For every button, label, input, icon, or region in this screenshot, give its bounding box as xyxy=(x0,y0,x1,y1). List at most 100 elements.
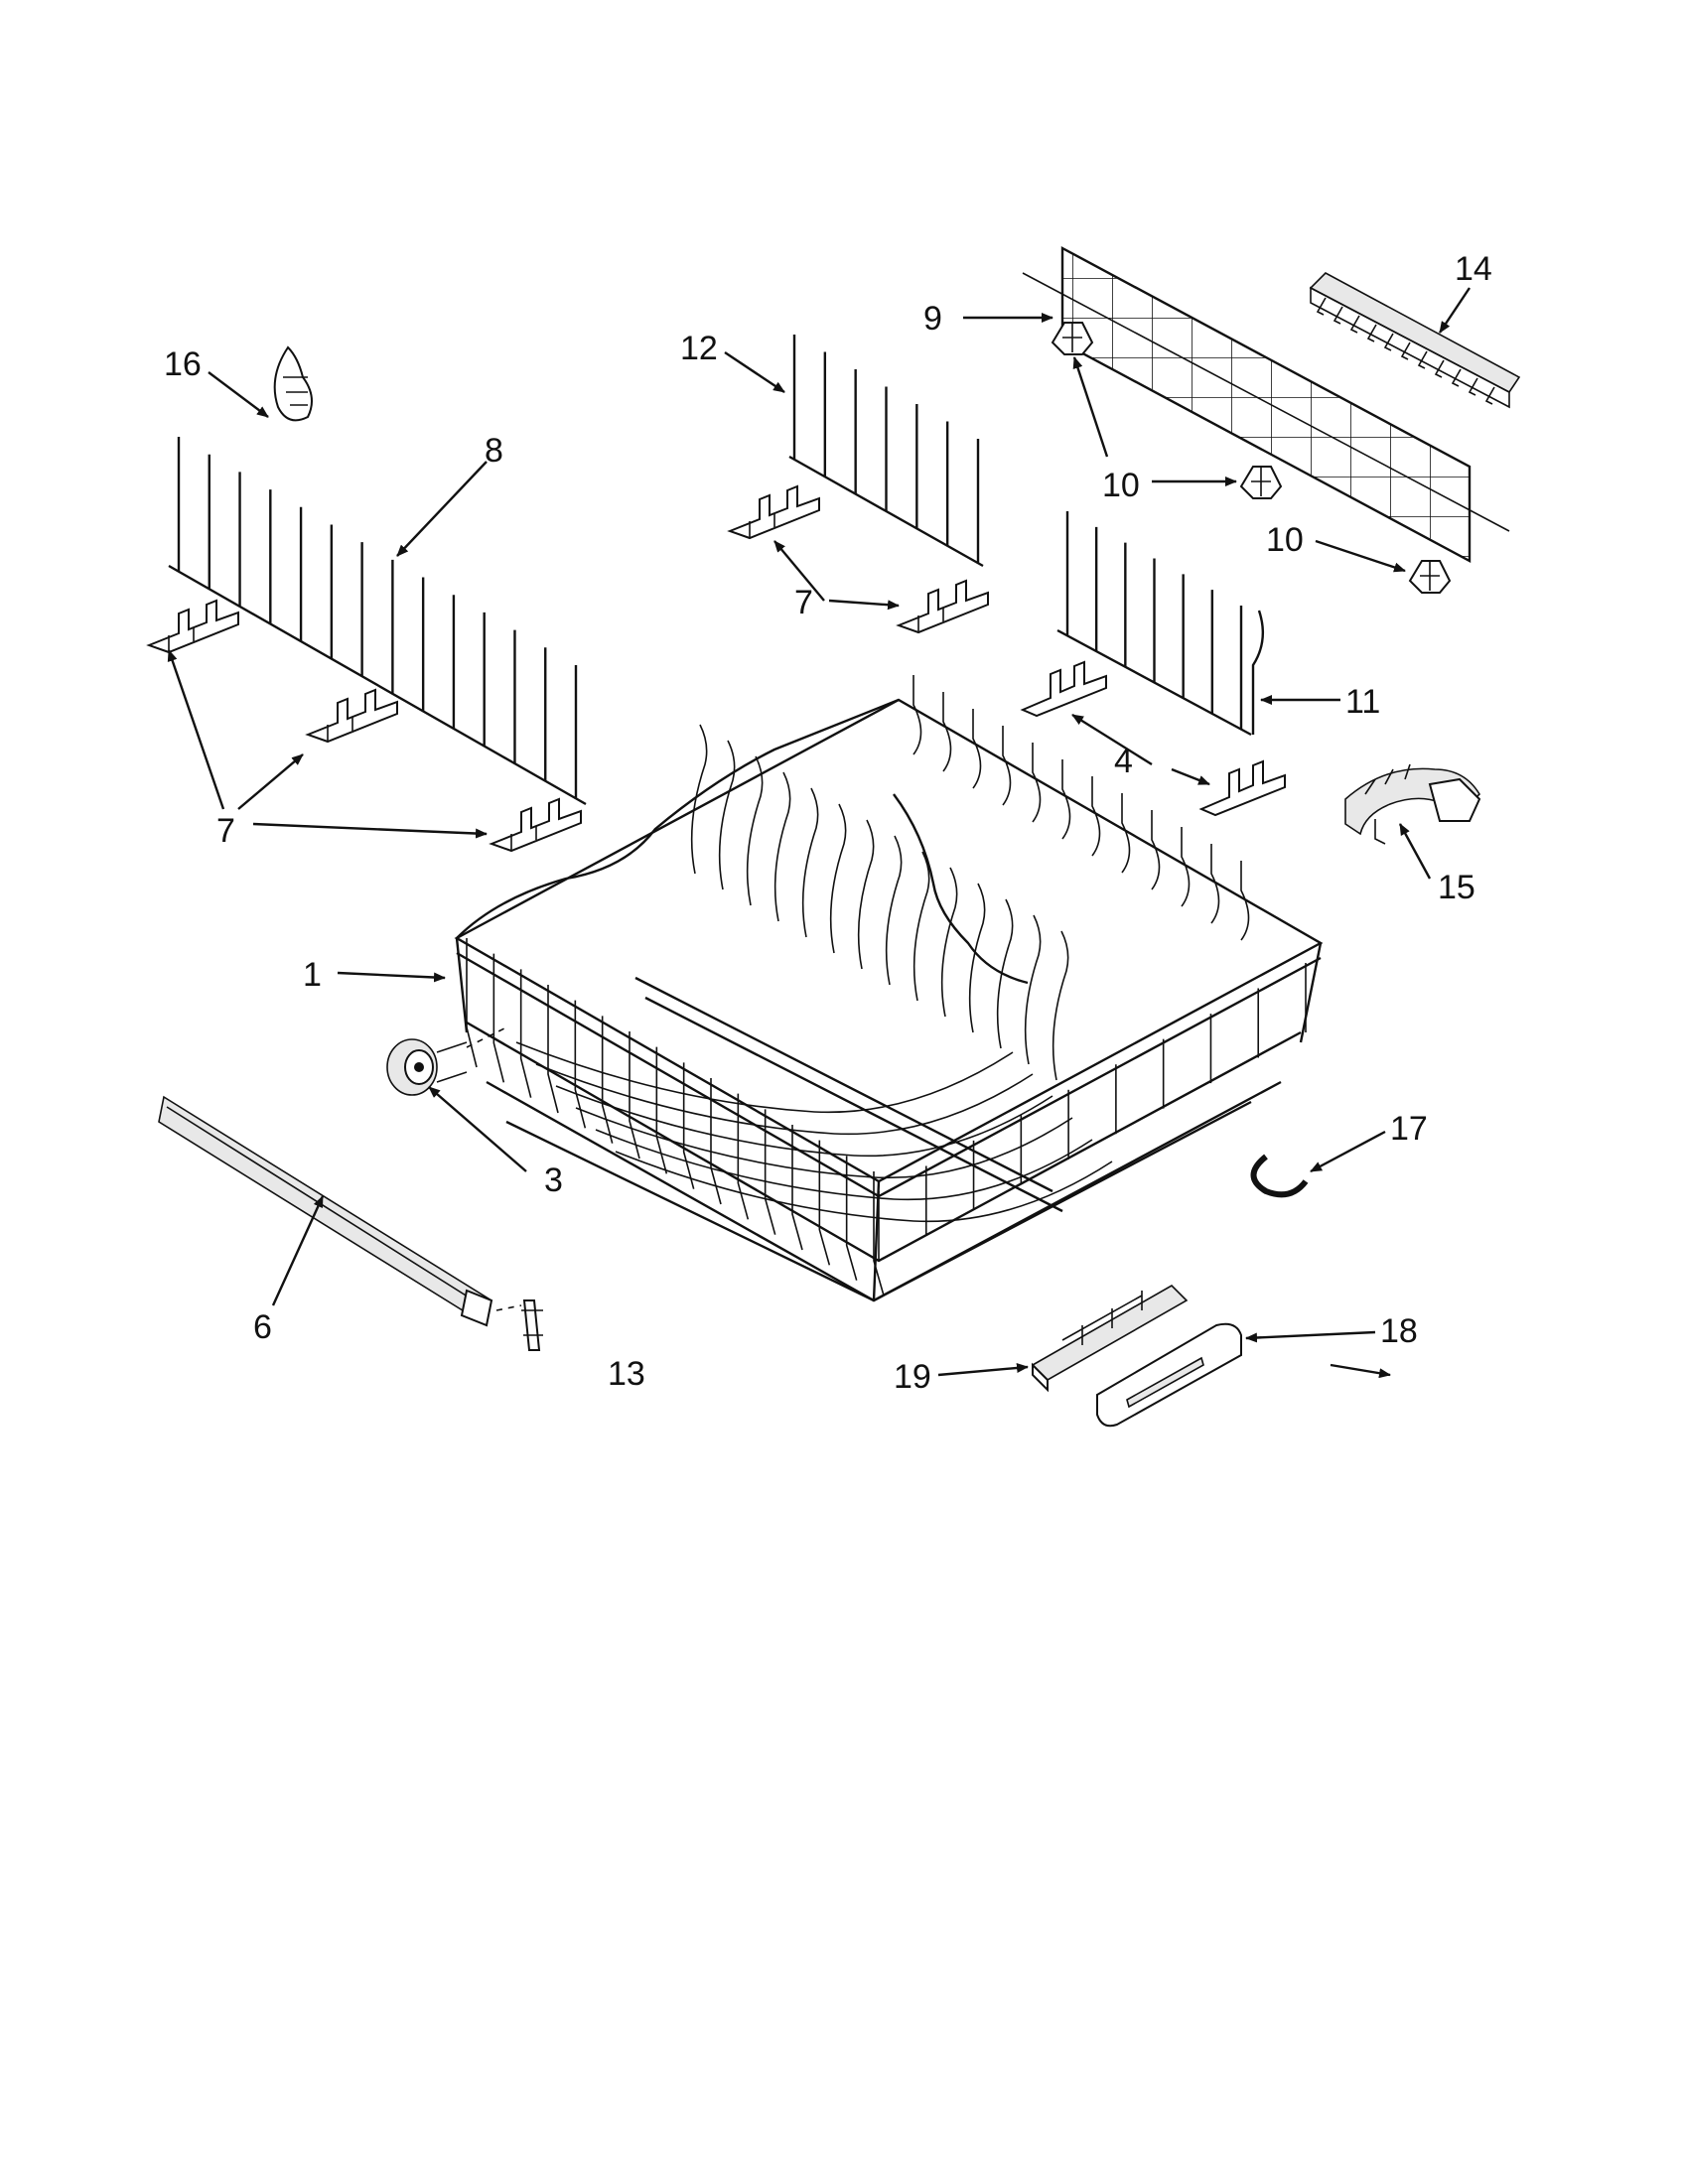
rack-tine xyxy=(912,851,930,1002)
rack-tine xyxy=(942,692,952,772)
rail-tooth xyxy=(1434,359,1445,378)
rack-wire xyxy=(466,938,478,1068)
callout-12: 12 xyxy=(680,330,718,367)
part-4-clip xyxy=(1198,759,1286,817)
part-11-tine-row xyxy=(1056,511,1265,737)
callout-8: 8 xyxy=(485,432,503,470)
rack-wire xyxy=(519,969,532,1098)
part-18-handle-cover xyxy=(1096,1322,1242,1428)
rack-tine xyxy=(996,898,1014,1049)
part-8-tine-row xyxy=(168,437,587,806)
part-15-bracket xyxy=(1344,763,1481,845)
callout-7-left: 7 xyxy=(216,812,235,850)
part-10-clip xyxy=(1051,322,1094,355)
rack-floor-wire xyxy=(535,1063,1034,1136)
rack-tine xyxy=(746,755,764,906)
callout-17: 17 xyxy=(1390,1110,1428,1148)
callout-10-upper: 10 xyxy=(1102,467,1140,504)
rail-tooth xyxy=(1451,368,1462,387)
part-16-clip xyxy=(273,345,313,422)
part-9-grid-shelf xyxy=(1022,245,1510,564)
rail-tooth xyxy=(1417,350,1428,369)
rack-wire xyxy=(845,1156,858,1281)
callout-15: 15 xyxy=(1438,869,1475,906)
part-7-clip xyxy=(146,599,239,654)
rack-tine xyxy=(773,771,791,922)
part-7-clip xyxy=(305,688,398,744)
rack-tine xyxy=(1024,914,1042,1065)
rack-tine xyxy=(1032,743,1042,823)
rail-tooth xyxy=(1349,315,1360,334)
rack-tine xyxy=(1091,776,1101,857)
rack-wire xyxy=(601,1016,614,1144)
callout-14: 14 xyxy=(1455,250,1492,288)
rail-tooth xyxy=(1400,341,1411,360)
part-6-trim xyxy=(158,1095,493,1327)
rail-tooth xyxy=(1333,306,1343,325)
part-17-hook xyxy=(1250,1154,1309,1198)
rack-floor-wire xyxy=(555,1085,1053,1158)
part-7-clip xyxy=(727,484,820,540)
callout-10-lower: 10 xyxy=(1266,521,1304,559)
part-14-rail xyxy=(1309,272,1521,409)
part-7-clip xyxy=(489,797,582,853)
part-1-dishrack xyxy=(454,675,1324,1302)
rack-tine xyxy=(1181,827,1191,907)
callout-19: 19 xyxy=(894,1358,931,1396)
callout-7-middle: 7 xyxy=(794,584,813,621)
rack-wire xyxy=(710,1078,722,1205)
rack-wire xyxy=(547,985,559,1114)
rack-tine xyxy=(1002,726,1012,806)
rack-tine xyxy=(1210,844,1220,924)
part-12-tine-row xyxy=(788,335,984,568)
rack-wire xyxy=(873,1171,885,1297)
rail-tooth xyxy=(1383,333,1394,351)
callout-11: 11 xyxy=(1345,683,1380,721)
rack-tine xyxy=(1151,810,1161,890)
rack-floor-wire xyxy=(575,1107,1073,1179)
part-10-clip xyxy=(1408,560,1452,594)
callout-4: 4 xyxy=(1114,743,1133,780)
rack-tine xyxy=(1061,759,1071,840)
rail-tooth xyxy=(1484,386,1495,405)
rack-floor-wire xyxy=(515,1041,1014,1114)
rack-tine xyxy=(690,724,708,875)
part-19-handle-base xyxy=(1031,1285,1189,1393)
rack-tine xyxy=(857,819,875,970)
callout-3: 3 xyxy=(544,1161,563,1199)
rail-tooth xyxy=(1316,297,1327,316)
leader-lines xyxy=(167,287,1471,1379)
rack-tine xyxy=(1052,930,1069,1081)
part-7-clip xyxy=(896,579,989,634)
rack-tine xyxy=(885,835,903,986)
rack-wire xyxy=(574,1000,587,1129)
callout-labels: 1 3 4 6 7 7 8 9 10 10 11 12 13 14 15 16 … xyxy=(164,250,1492,1396)
part-10-clip xyxy=(1239,466,1283,499)
rack-tine xyxy=(912,675,922,755)
callout-1: 1 xyxy=(303,956,322,994)
rack-wire xyxy=(737,1093,750,1220)
rack-tine xyxy=(829,803,847,954)
rack-tine xyxy=(940,867,958,1018)
rack-wire xyxy=(682,1062,695,1189)
rail-tooth xyxy=(1468,377,1478,396)
callout-13: 13 xyxy=(608,1355,645,1393)
rack-tine xyxy=(1240,861,1250,941)
part-13-clip xyxy=(495,1299,543,1351)
rack-wire xyxy=(818,1140,831,1266)
rack-tine xyxy=(1121,793,1131,874)
rack-tine xyxy=(972,709,982,789)
rack-wire xyxy=(629,1031,640,1160)
part-4-clip xyxy=(1020,660,1107,718)
rail-tooth xyxy=(1366,324,1377,342)
rack-tine xyxy=(968,883,986,1033)
rack-wire xyxy=(492,953,505,1083)
callout-6: 6 xyxy=(253,1308,272,1346)
callout-18: 18 xyxy=(1380,1312,1418,1350)
rack-floor-wire xyxy=(615,1151,1113,1223)
callout-9: 9 xyxy=(923,300,942,338)
part-3-wheel xyxy=(386,1026,507,1096)
rack-wire xyxy=(791,1125,803,1251)
callout-16: 16 xyxy=(164,345,202,383)
